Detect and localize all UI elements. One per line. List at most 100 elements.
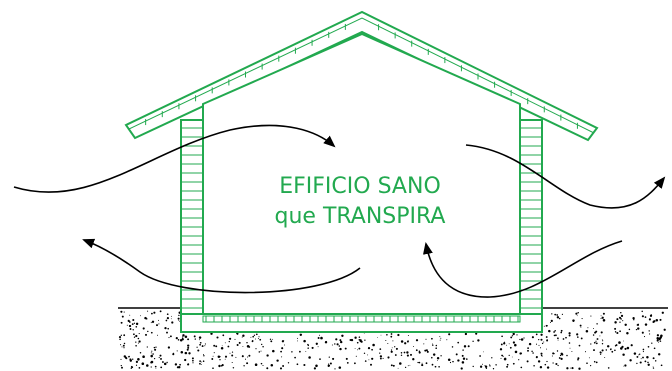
gravel-dot bbox=[554, 330, 556, 332]
gravel-dot bbox=[159, 310, 162, 313]
right-wall-bricks bbox=[520, 127, 542, 309]
gravel-dot bbox=[622, 320, 624, 322]
gravel-dot bbox=[558, 317, 561, 320]
gravel-dot bbox=[552, 362, 554, 364]
gravel-dot bbox=[339, 339, 342, 342]
gravel-dot bbox=[120, 310, 123, 313]
gravel-dot bbox=[177, 339, 180, 341]
gravel-dot bbox=[255, 333, 258, 336]
gravel-dot bbox=[539, 366, 543, 369]
gravel-dot bbox=[644, 316, 647, 318]
gravel-dot bbox=[619, 330, 621, 333]
gravel-dot bbox=[305, 350, 307, 352]
gravel-dot bbox=[600, 331, 603, 334]
gravel-dot bbox=[546, 339, 549, 342]
gravel-dot bbox=[191, 357, 194, 360]
gravel-dot bbox=[156, 324, 158, 327]
diagram-label-line1: EFIFICIO SANO bbox=[279, 174, 441, 199]
gravel-dot bbox=[153, 357, 156, 360]
gravel-dot bbox=[391, 347, 393, 349]
gravel-dot bbox=[584, 351, 587, 353]
gravel-dot bbox=[432, 344, 434, 346]
gravel-dot bbox=[658, 342, 660, 343]
gravel-dot bbox=[535, 333, 538, 336]
gravel-dot bbox=[241, 336, 243, 338]
gravel-dot bbox=[657, 353, 661, 356]
gravel-dot bbox=[335, 338, 338, 341]
gravel-dot bbox=[590, 365, 592, 367]
gravel-dot bbox=[125, 357, 128, 360]
gravel-dot bbox=[329, 362, 332, 365]
gravel-dot bbox=[425, 362, 428, 365]
gravel-dot bbox=[120, 334, 122, 336]
gravel-dot bbox=[367, 347, 371, 350]
gravel-dot bbox=[462, 349, 464, 351]
gravel-dot bbox=[554, 334, 557, 337]
gravel-dot bbox=[518, 359, 520, 361]
gravel-dot bbox=[600, 315, 602, 317]
gravel-dot bbox=[400, 354, 403, 357]
gravel-dot bbox=[224, 342, 226, 344]
gravel-dot bbox=[174, 363, 178, 366]
gravel-dot bbox=[532, 352, 534, 354]
gravel-dot bbox=[620, 311, 622, 314]
gravel-dot bbox=[504, 341, 506, 343]
gravel-dot bbox=[142, 355, 145, 358]
gravel-dot bbox=[379, 357, 382, 360]
gravel-dot bbox=[577, 357, 580, 360]
gravel-dot bbox=[540, 354, 543, 357]
gravel-dot bbox=[138, 367, 141, 369]
gravel-dot bbox=[424, 349, 427, 352]
gravel-dot bbox=[541, 342, 544, 345]
gravel-dot bbox=[602, 319, 606, 322]
gravel-dot bbox=[537, 360, 541, 363]
gravel-dot bbox=[192, 362, 194, 364]
gravel-dot bbox=[146, 346, 148, 348]
gravel-dot bbox=[440, 337, 442, 339]
gravel-dot bbox=[155, 346, 157, 348]
gravel-dot bbox=[479, 365, 483, 368]
gravel-dot bbox=[296, 363, 299, 366]
gravel-dot bbox=[431, 363, 434, 366]
gravel-dot bbox=[252, 340, 254, 342]
gravel-dot bbox=[338, 366, 342, 369]
gravel-dot bbox=[399, 362, 402, 365]
gravel-dot bbox=[272, 338, 274, 340]
gravel-dot bbox=[587, 327, 589, 329]
gravel-dot bbox=[643, 336, 646, 338]
gravel-dot bbox=[514, 343, 517, 347]
gravel-dot bbox=[332, 357, 335, 360]
roof-shingle-line bbox=[128, 17, 595, 134]
gravel-dot bbox=[319, 358, 321, 360]
gravel-dot bbox=[461, 361, 465, 364]
gravel-dot bbox=[377, 337, 378, 338]
gravel-dot bbox=[380, 334, 382, 336]
gravel-dot bbox=[229, 352, 231, 354]
gravel-dot bbox=[506, 365, 509, 368]
gravel-dot bbox=[407, 365, 409, 367]
gravel-dot bbox=[616, 331, 619, 335]
gravel-dot bbox=[562, 338, 565, 340]
gravel-texture bbox=[118, 310, 666, 370]
gravel-dot bbox=[349, 339, 352, 341]
gravel-dot bbox=[618, 316, 622, 319]
gravel-dot bbox=[166, 361, 168, 364]
gravel-dot bbox=[119, 338, 121, 341]
gravel-dot bbox=[130, 367, 132, 369]
gravel-dot bbox=[243, 365, 245, 367]
gravel-dot bbox=[556, 316, 560, 319]
gravel-dot bbox=[231, 354, 234, 357]
gravel-dot bbox=[439, 339, 441, 341]
gravel-dot bbox=[198, 336, 202, 339]
gravel-dot bbox=[216, 336, 219, 339]
gravel-dot bbox=[500, 357, 502, 359]
gravel-dot bbox=[561, 313, 563, 315]
gravel-dot bbox=[581, 318, 583, 320]
gravel-dot bbox=[128, 324, 132, 328]
gravel-dot bbox=[431, 356, 433, 359]
gravel-dot bbox=[595, 340, 597, 342]
gravel-dot bbox=[131, 366, 134, 369]
gravel-dot bbox=[538, 344, 540, 346]
gravel-dot bbox=[176, 350, 178, 352]
gravel-dot bbox=[194, 338, 196, 340]
